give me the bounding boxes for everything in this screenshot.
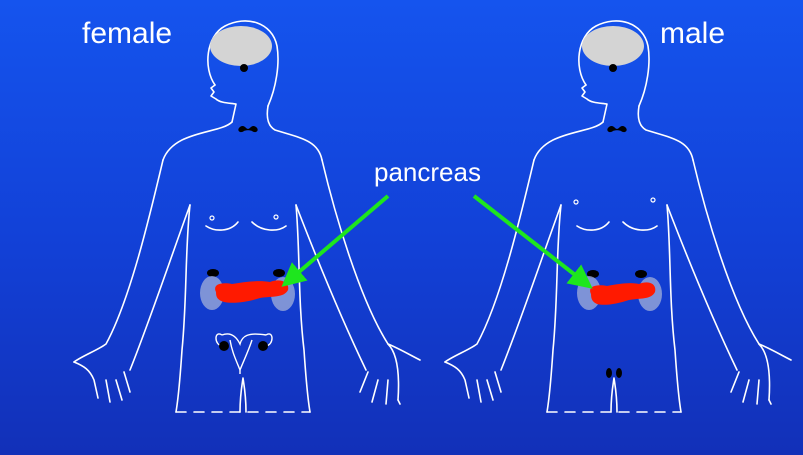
female-label: female [82,17,172,50]
adrenal-icon [635,270,647,278]
pituitary-icon [240,64,248,72]
testes-icon [606,368,622,378]
nipple-icon [209,215,215,221]
nipple-icon [273,214,279,220]
pancreas-icon [590,282,656,305]
kidney-icon [200,276,224,310]
male-figure [444,20,792,413]
pancreas-arrow-male [472,194,593,289]
pituitary-icon [609,64,617,72]
brain-icon [582,26,644,66]
nipple-icon [650,197,656,203]
female-figure [73,20,421,413]
pancreas-icon [215,280,289,303]
adrenal-icon [273,269,285,277]
brain-icon [210,26,272,66]
nipple-icon [573,199,579,205]
pancreas-label: pancreas [374,157,481,187]
thyroid-icon [607,126,627,133]
thyroid-icon [238,126,258,133]
adrenal-icon [207,269,219,277]
pancreas-arrow-female [281,194,390,287]
uterus-ovaries-icon [215,333,273,374]
male-label: male [660,17,725,50]
male-body-outline [444,20,792,413]
